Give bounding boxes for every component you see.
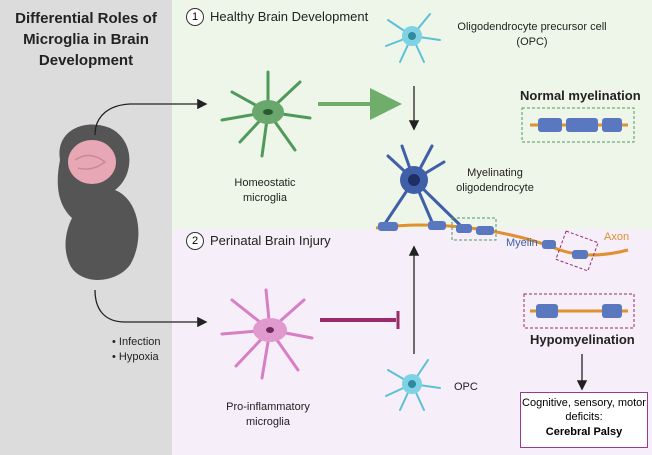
- fetus-illustration: [57, 124, 139, 280]
- infection-label: • Infection: [112, 336, 161, 348]
- axon-label: Axon: [604, 231, 630, 243]
- axon-line: [375, 223, 629, 257]
- normal-myelination-inset: [521, 107, 635, 143]
- myelin-label: Myelin: [506, 237, 538, 249]
- deficits-text: Cognitive, sensory, motor deficits:: [522, 397, 646, 423]
- homeostatic-microglia-cell: [220, 70, 312, 158]
- cerebral-palsy-text: Cerebral Palsy: [545, 426, 623, 438]
- opc-bottom-cell: [385, 359, 441, 411]
- opc-bottom-label: OPC: [454, 381, 478, 393]
- inhibition-line: [320, 311, 400, 329]
- section-healthy-label: Healthy Brain Development: [210, 9, 369, 24]
- pro-inflammatory-microglia-cell: [220, 288, 314, 380]
- opc-top-label: Oligodendrocyte precursor cell (OPC): [457, 21, 607, 48]
- section-number-1: 1: [186, 8, 204, 26]
- myelin-segments: [378, 221, 588, 259]
- section-injury-label: Perinatal Brain Injury: [210, 233, 331, 248]
- homeostatic-microglia-label: Homeostatic microglia: [234, 177, 296, 204]
- myelinating-oligodendrocyte-label: Myelinating oligodendrocyte: [456, 167, 534, 194]
- arrow-to-proinflammatory: [94, 289, 208, 328]
- page-title: Differential Roles of Microglia in Brain…: [15, 10, 157, 69]
- opc-top-cell: [385, 13, 441, 63]
- pro-inflammatory-microglia-label: Pro-inflammatory microglia: [226, 401, 310, 428]
- section-number-2: 2: [186, 232, 204, 250]
- arrow-to-homeostatic: [94, 98, 208, 136]
- infection-text: Infection: [118, 336, 161, 348]
- deficits-box: Cognitive, sensory, motor deficits: Cere…: [520, 392, 648, 448]
- hypomyelination-label: Hypomyelination: [530, 332, 635, 347]
- hypoxia-label: • Hypoxia: [112, 351, 159, 363]
- hypomyelination-inset: [523, 293, 635, 329]
- hypoxia-text: Hypoxia: [118, 351, 159, 363]
- normal-myelination-label: Normal myelination: [520, 88, 641, 103]
- myelinating-oligodendrocyte-cell: [384, 144, 462, 227]
